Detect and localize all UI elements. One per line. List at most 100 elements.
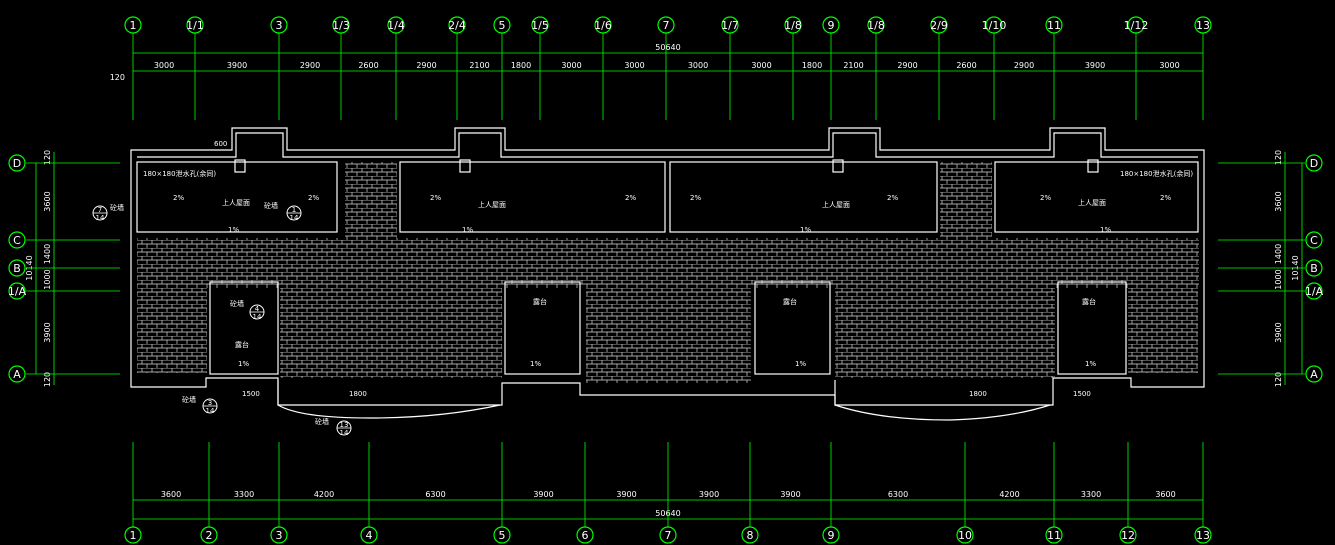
wall-outlines bbox=[130, 127, 1205, 421]
top-axis-bubble-6 bbox=[493, 16, 511, 34]
bottom-dim-2: 4200 bbox=[314, 490, 334, 499]
balcony-2 bbox=[504, 281, 581, 375]
detail-marker-num-1: 1 bbox=[292, 206, 296, 214]
detail-marker-ref-0: 14 bbox=[96, 214, 105, 222]
bottom-axis-bubble-0 bbox=[124, 526, 142, 544]
balcony-4 bbox=[1057, 281, 1127, 375]
dim-note-600: 600 bbox=[214, 140, 227, 148]
hatch-stair-right bbox=[940, 162, 992, 238]
right-dim-2: 1400 bbox=[1274, 244, 1283, 264]
top-dim-7: 3000 bbox=[561, 61, 581, 70]
bottom-axis-bubble-7 bbox=[741, 526, 759, 544]
bottom-axis-bubble-8-label: 9 bbox=[828, 529, 835, 542]
bottom-axis-bubble-3 bbox=[360, 526, 378, 544]
detail-note-5: 砼墙 bbox=[315, 417, 329, 426]
left-axis-bubble-1-label: C bbox=[13, 234, 21, 247]
slope-1: 2% bbox=[173, 194, 184, 202]
top-axis-bubble-12 bbox=[822, 16, 840, 34]
roof-hatch-areas bbox=[137, 162, 1199, 383]
right-axis-bubble-3 bbox=[1305, 282, 1323, 300]
bottom-axis-bubble-0-label: 1 bbox=[130, 529, 137, 542]
roof-label-1: 上人屋面 bbox=[222, 198, 250, 207]
bottom-dim-0: 3600 bbox=[161, 490, 181, 499]
top-axis-bubble-15 bbox=[985, 16, 1003, 34]
balcony-label-3: 露台 bbox=[783, 297, 797, 306]
inner-wall bbox=[137, 132, 1198, 158]
detail-marker-ref-1: 14 bbox=[290, 214, 299, 222]
bottom-axis-bubble-10-label: 11 bbox=[1047, 529, 1061, 542]
left-dim-4: 3900 bbox=[43, 322, 52, 342]
top-axis-bubble-18-label: 13 bbox=[1196, 19, 1210, 32]
top-axis-bubble-16-label: 11 bbox=[1047, 19, 1061, 32]
slope-6: 2% bbox=[887, 194, 898, 202]
balcony-3 bbox=[754, 281, 831, 375]
slope-13: 1% bbox=[238, 360, 249, 368]
detail-marker-num-0: 7 bbox=[98, 206, 102, 214]
bottom-axis-bubble-9-label: 10 bbox=[958, 529, 972, 542]
drain-note-left: 180×180泄水孔(余同) bbox=[143, 169, 216, 178]
bottom-axis-bubble-6-label: 7 bbox=[665, 529, 672, 542]
detail-marker-num-2: 4 bbox=[255, 305, 260, 313]
dim-note-1500-left: 1500 bbox=[242, 390, 260, 398]
top-axis-bubble-10 bbox=[721, 16, 739, 34]
hatch-lower-4 bbox=[835, 288, 1055, 378]
bay-left bbox=[277, 380, 501, 419]
top-dim-12: 2100 bbox=[843, 61, 863, 70]
bottom-dim-5: 3900 bbox=[616, 490, 636, 499]
top-axis-bubble-7-label: 1/5 bbox=[531, 19, 549, 32]
bottom-axis-bubble-7-label: 8 bbox=[747, 529, 754, 542]
top-dim-14: 2600 bbox=[956, 61, 976, 70]
top-axis-bubble-14-label: 2/9 bbox=[930, 19, 948, 32]
top-axis-bubble-6-label: 5 bbox=[499, 19, 506, 32]
top-axis-bubble-1-label: 1/1 bbox=[186, 19, 204, 32]
outer-wall bbox=[130, 127, 1205, 406]
top-axis-bubble-3 bbox=[332, 16, 350, 34]
top-dim-0: 3000 bbox=[154, 61, 174, 70]
right-axis-bubble-4 bbox=[1305, 365, 1323, 383]
top-total-dim: 50640 bbox=[655, 43, 680, 52]
bottom-dim-10: 3300 bbox=[1081, 490, 1101, 499]
top-axis-bubble-9 bbox=[657, 16, 675, 34]
top-dim-8: 3000 bbox=[624, 61, 644, 70]
chimney-4 bbox=[1087, 159, 1099, 173]
room-left-roof bbox=[136, 161, 338, 233]
slope-11: 1% bbox=[800, 226, 811, 234]
top-dim-4: 2900 bbox=[416, 61, 436, 70]
bottom-axis-bubble-12-label: 13 bbox=[1196, 529, 1210, 542]
dim-note-1800-left: 1800 bbox=[349, 390, 367, 398]
top-dim-13: 2900 bbox=[897, 61, 917, 70]
bottom-axis-bubble-6 bbox=[659, 526, 677, 544]
dim-note-1800-right: 1800 bbox=[969, 390, 987, 398]
top-axis-bubble-11 bbox=[784, 16, 802, 34]
detail-note-3: 砼墙 bbox=[230, 299, 244, 308]
top-axis-bubble-0 bbox=[124, 16, 142, 34]
slope-3: 2% bbox=[430, 194, 441, 202]
right-dim-0: 120 bbox=[1274, 150, 1283, 165]
detail-marker-num-4: 13 bbox=[340, 421, 349, 429]
detail-marker-num-3: 3 bbox=[208, 399, 212, 407]
top-axis-bubble-8 bbox=[594, 16, 612, 34]
right-dim-1: 3600 bbox=[1274, 191, 1283, 211]
top-axis-bubble-4-label: 1/4 bbox=[387, 19, 405, 32]
top-axis-bubble-15-label: 1/10 bbox=[982, 19, 1007, 32]
left-axis-bubble-3-label: 1/A bbox=[8, 285, 27, 298]
bottom-dim-1: 3300 bbox=[234, 490, 254, 499]
bottom-axis-bubble-1-label: 2 bbox=[206, 529, 213, 542]
slope-12: 1% bbox=[1100, 226, 1111, 234]
roof-labels: 上人屋面 上人屋面 上人屋面 上人屋面 露台 露台 露台 露台 180×180泄… bbox=[110, 140, 1193, 426]
detail-note-4: 砼墙 bbox=[182, 395, 196, 404]
bottom-dim-9: 4200 bbox=[999, 490, 1019, 499]
room-mid-right-roof bbox=[669, 161, 938, 233]
drain-note-right: 180×180泄水孔(余同) bbox=[1120, 169, 1193, 178]
right-dim-5: 120 bbox=[1274, 372, 1283, 387]
left-dim-3: 1000 bbox=[43, 269, 52, 289]
hatch-lower-2 bbox=[280, 288, 502, 378]
right-axis-bubble-2-label: B bbox=[1310, 262, 1318, 275]
top-axis-bubble-17 bbox=[1127, 16, 1145, 34]
detail-marker-ref-3: 14 bbox=[206, 407, 215, 415]
top-axis-bubble-13-label: 1/8 bbox=[867, 19, 885, 32]
top-dim-15: 2900 bbox=[1014, 61, 1034, 70]
